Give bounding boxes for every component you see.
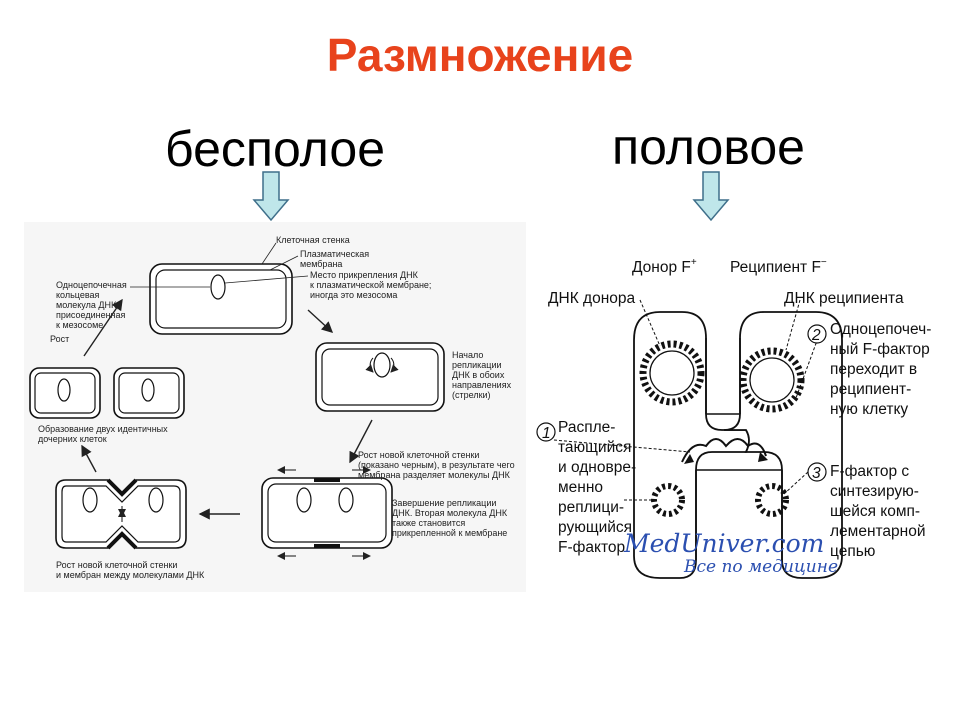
label-f-factor-complement: F-фактор с синтезирую- щейся комп- лемен…: [830, 463, 930, 560]
marker-2: 2: [811, 327, 821, 344]
daughter-cell-left: [30, 368, 100, 418]
binary-fission-diagram: Клеточная стенка Плазматическая мембрана…: [24, 222, 526, 592]
label-cell-wall: Клеточная стенка: [276, 235, 350, 245]
arrow-down-icon: [254, 172, 288, 220]
label-dna-recipient: ДНК реципиента: [784, 290, 904, 307]
conjugation-diagram: Донор F+ Реципиент F− ДНК донора ДНК рец…: [537, 257, 936, 578]
label-growth: Рост: [50, 334, 69, 344]
watermark-main: MedUniver.com: [623, 529, 824, 558]
cell-replication-end: [262, 470, 392, 556]
marker-1: 1: [542, 425, 551, 442]
label-dna-donor: ДНК донора: [548, 290, 635, 307]
cell-replication-start: [316, 343, 444, 411]
cell-initial: [150, 264, 292, 334]
label-single-strand-f: Одноцепочеч- ный F-фактор переходит в ре…: [830, 321, 936, 418]
arrow-down-icon: [694, 172, 728, 220]
label-donor: Донор F+: [632, 257, 697, 276]
label-recipient: Реципиент F−: [730, 257, 827, 276]
marker-3: 3: [812, 465, 821, 482]
daughter-cell-right: [114, 368, 184, 418]
cell-constricting: [56, 480, 186, 548]
watermark-sub: Все по медицине: [683, 557, 838, 577]
